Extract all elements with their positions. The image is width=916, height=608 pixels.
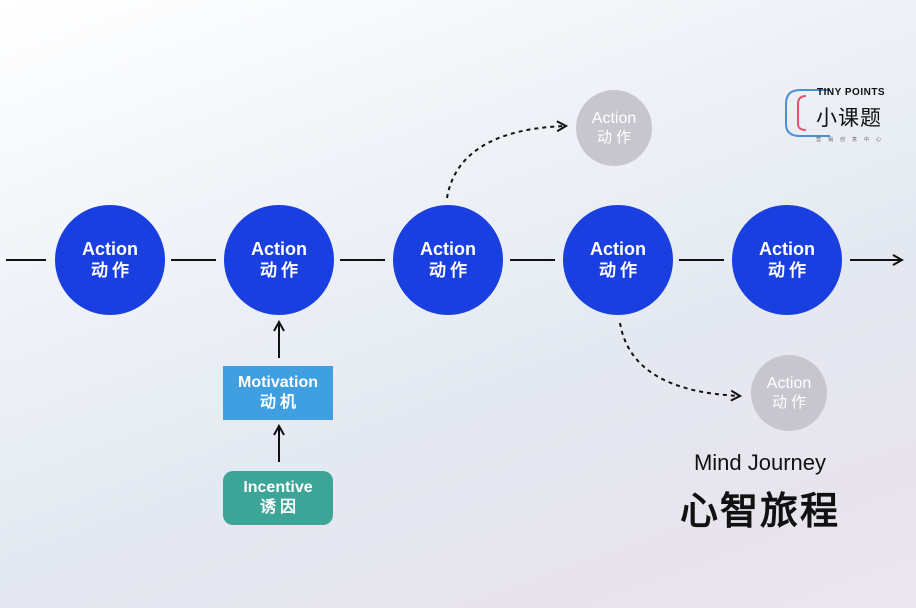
action-branch-top-label-zh: 动作: [596, 128, 635, 146]
logo-subtitle: 营销创意中心: [816, 137, 889, 143]
brand-logo: TINY POINTS 小课题 营销创意中心: [782, 84, 892, 154]
title-zh: 心智旅程: [679, 491, 840, 533]
action-node-2-label-zh: 动作: [260, 260, 302, 280]
action-node-4-label-zh: 动作: [599, 260, 641, 280]
title-en: Mind Journey: [693, 450, 827, 475]
incentive-label-en: Incentive: [243, 479, 313, 496]
action-node-5-label-zh: 动作: [768, 260, 810, 280]
action-branch-bottom: Action 动作: [751, 355, 827, 431]
action-node-4-label-en: Action: [590, 239, 646, 259]
action-node-5-label-en: Action: [759, 239, 815, 259]
action-node-3: Action 动作: [393, 205, 503, 315]
action-node-1: Action 动作: [55, 205, 165, 315]
action-node-3-label-en: Action: [420, 239, 476, 259]
motivation-label-en: Motivation: [238, 374, 318, 391]
edge-action-3-branch-top: [446, 126, 566, 199]
motivation-label-zh: 动机: [259, 394, 300, 411]
incentive-label-zh: 诱因: [259, 499, 300, 516]
logo-text-zh: 小课题: [816, 107, 882, 130]
action-branch-top-label-en: Action: [591, 110, 637, 128]
action-node-4: Action 动作: [563, 205, 673, 315]
motivation-box: Motivation 动机: [223, 366, 333, 420]
action-branch-bottom-label-zh: 动作: [771, 393, 810, 411]
action-branch-top: Action 动作: [576, 90, 652, 166]
action-node-3-label-zh: 动作: [429, 260, 471, 280]
action-branch-bottom-label-en: Action: [766, 375, 812, 393]
action-node-2-label-en: Action: [251, 239, 307, 259]
action-node-1-label-zh: 动作: [91, 260, 133, 280]
incentive-box: Incentive 诱因: [223, 471, 333, 525]
action-node-5: Action 动作: [732, 205, 842, 315]
logo-bracket: [785, 89, 830, 137]
action-node-1-label-en: Action: [82, 239, 138, 259]
edge-action-4-branch-bottom: [619, 322, 740, 396]
logo-text-en: TINY POINTS: [817, 87, 886, 98]
logo-bracket-accent: [797, 95, 807, 131]
action-node-2: Action 动作: [224, 205, 334, 315]
